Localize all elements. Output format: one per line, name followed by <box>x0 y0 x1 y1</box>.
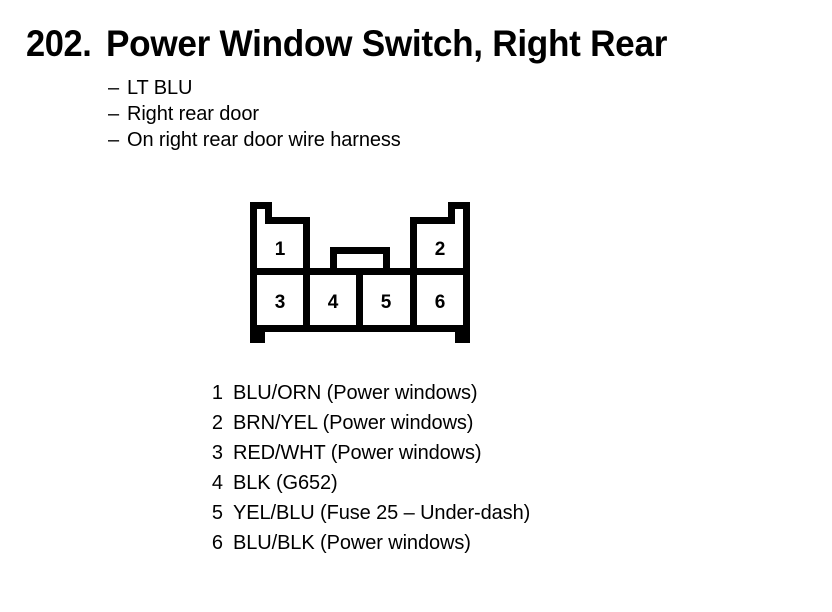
pin-legend-list: 1 BLU/ORN (Power windows) 2 BRN/YEL (Pow… <box>205 381 805 561</box>
connector-cell-3: 3 <box>274 292 286 313</box>
pin-legend-description: BLU/ORN (Power windows) <box>233 382 478 404</box>
connector-top-right-notch-cap <box>448 202 470 209</box>
connector-bottom-edge <box>250 325 470 332</box>
description-item-label: Right rear door <box>127 103 259 125</box>
page-title-number: 202. <box>26 23 92 64</box>
connector-cell-1: 1 <box>274 239 286 260</box>
page-title-text: Power Window Switch, Right Rear <box>106 23 668 64</box>
pin-legend-number: 6 <box>211 532 223 554</box>
connector-top-left-notch-riser <box>265 202 272 224</box>
connector-bottom-inset-left <box>265 332 272 343</box>
connector-top-left-notch-cap <box>250 202 272 209</box>
pin-legend-number: 4 <box>211 472 223 494</box>
pin-legend-description: BLK (G652) <box>233 472 338 494</box>
connector-cell-6: 6 <box>434 292 446 313</box>
connector-top-edge-left <box>265 217 310 224</box>
connector-cell-2: 2 <box>434 239 446 260</box>
connector-top-edge-right <box>410 217 455 224</box>
description-item: –Right rear door <box>108 101 668 127</box>
pin-legend-number: 2 <box>211 412 223 434</box>
connector-top-right-notch-riser <box>448 202 455 224</box>
pin-legend-number: 5 <box>211 502 223 524</box>
connector-divider-bottom-2 <box>356 268 363 328</box>
description-list: –LT BLU –Right rear door –On right rear … <box>108 75 668 153</box>
pin-legend-number: 1 <box>211 382 223 404</box>
pin-legend-row: 3 RED/WHT (Power windows) <box>205 441 805 471</box>
description-item-label: On right rear door wire harness <box>127 129 401 151</box>
pin-legend-row: 4 BLK (G652) <box>205 471 805 501</box>
pin-legend-description: BLU/BLK (Power windows) <box>233 532 471 554</box>
connector-divider-bottom-3 <box>410 268 417 328</box>
page-title: 202. Power Window Switch, Right Rear <box>26 24 786 66</box>
pin-legend-row: 2 BRN/YEL (Power windows) <box>205 411 805 441</box>
pin-legend-row: 6 BLU/BLK (Power windows) <box>205 531 805 561</box>
connector-center-tab-left <box>330 247 337 275</box>
description-item: –LT BLU <box>108 75 668 101</box>
dash-marker-icon: – <box>108 129 120 151</box>
connector-bottom-inset-right <box>448 332 455 343</box>
connector-divider-top-right <box>410 217 417 275</box>
connector-divider-bottom-1 <box>303 268 310 328</box>
pin-legend-row: 1 BLU/ORN (Power windows) <box>205 381 805 411</box>
connector-cell-5: 5 <box>380 292 392 313</box>
connector-cell-4: 4 <box>327 292 339 313</box>
connector-center-tab-right <box>383 247 390 275</box>
description-item-label: LT BLU <box>127 77 193 99</box>
pin-legend-number: 3 <box>211 442 223 464</box>
pin-legend-row: 5 YEL/BLU (Fuse 25 – Under-dash) <box>205 501 805 531</box>
pin-legend-description: RED/WHT (Power windows) <box>233 442 482 464</box>
pin-legend-description: YEL/BLU (Fuse 25 – Under-dash) <box>233 502 531 524</box>
connector-center-tab-top <box>330 247 390 254</box>
dash-marker-icon: – <box>108 77 120 99</box>
dash-marker-icon: – <box>108 103 120 125</box>
pin-legend-description: BRN/YEL (Power windows) <box>233 412 474 434</box>
connector-pinout-diagram: 1 2 3 4 5 6 <box>248 200 474 346</box>
description-item: –On right rear door wire harness <box>108 127 668 153</box>
connector-divider-top-left <box>303 217 310 275</box>
